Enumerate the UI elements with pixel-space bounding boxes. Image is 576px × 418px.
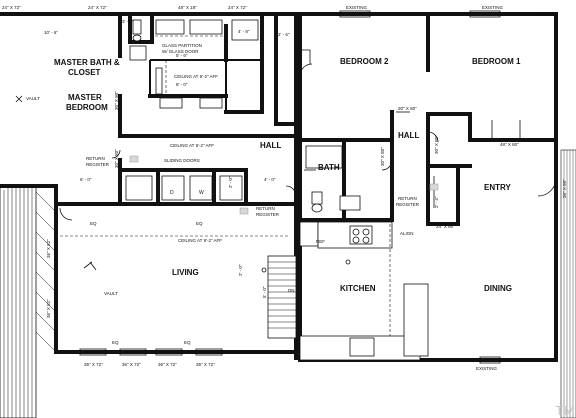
addition-walls <box>0 12 298 360</box>
ceiling-note-1: CEILING AT 9'-2" AFF <box>174 74 218 79</box>
door-48x80: 48" X 80" <box>500 142 519 147</box>
door-dim-5: 30" X 80" <box>380 147 385 166</box>
existing-3: EXISTING <box>476 366 498 371</box>
glass-partition-1: GLASS PARTITION <box>162 43 202 48</box>
door-dim-4: 30" X 80" <box>434 135 439 154</box>
dim-6ft: 6' - 0" <box>80 177 92 182</box>
dim-2ft4: 2' - 4" <box>434 196 439 208</box>
left-wall-dim-2: 36" X 82" <box>46 299 51 318</box>
room-entry: ENTRY <box>484 183 511 192</box>
eq-1: EQ <box>90 221 97 226</box>
eq-3: EQ <box>112 340 119 345</box>
dim-bot-1: 36" X 72" <box>84 362 103 367</box>
room-bath: BATH <box>318 163 340 172</box>
room-hall-right: HALL <box>398 131 419 140</box>
room-master-bath-2: CLOSET <box>68 68 101 77</box>
ref-label: REF <box>316 239 325 244</box>
return-reg-2a: RETURN <box>256 206 275 211</box>
eq-2: EQ <box>196 221 203 226</box>
return-reg-1a: RETURN <box>86 156 105 161</box>
side-dim-1: 2' - 0" <box>238 264 243 276</box>
dim-bot-4: 36" X 72" <box>196 362 215 367</box>
ceiling-note-2: CEILING AT 9'-2" AFF <box>170 143 214 148</box>
dim-top-3: 48" X 18" <box>178 5 197 10</box>
watermark-tm: TM <box>555 403 576 418</box>
registers <box>129 155 439 215</box>
dim-close-2: 4' - 8" <box>238 29 250 34</box>
door-dim-2: 30" X 80" <box>114 149 119 168</box>
dim-bath-w: 10' - 6" <box>44 30 58 35</box>
existing-4: EXISTING <box>536 12 558 17</box>
dim-bot-2: 36" X 72" <box>122 362 141 367</box>
side-dim-2: 5' - 0" <box>262 286 267 298</box>
door-24x80: 24" X 80" <box>436 224 455 229</box>
existing-2: EXISTING <box>482 5 504 10</box>
room-labels: MASTER BATH & CLOSET MASTER BEDROOM HALL… <box>54 57 521 293</box>
bottom-windows <box>79 10 501 364</box>
room-master-bed-1: MASTER <box>68 93 102 102</box>
dim-top-4: 24" X 72" <box>228 5 247 10</box>
dim-top-2: 24" X 72" <box>88 5 107 10</box>
ceiling-fans <box>15 95 351 273</box>
door-swings <box>59 49 557 221</box>
dryer-label: D <box>170 190 174 196</box>
dim-close-1: 3' - 6" <box>122 19 134 24</box>
return-reg-2b: REGISTER <box>256 212 280 217</box>
door-dim-3: 30" X 80" <box>398 106 417 111</box>
dimension-labels: 24" X 72" 24" X 72" 48" X 18" 24" X 72" … <box>2 5 567 371</box>
room-living: LIVING <box>172 268 199 277</box>
deck-hatch <box>0 185 57 418</box>
existing-1: EXISTING <box>346 5 368 10</box>
dim-top-1: 24" X 72" <box>2 5 21 10</box>
laundry-appliances <box>125 175 243 201</box>
return-reg-3a: RETURN <box>398 196 417 201</box>
room-bedroom2: BEDROOM 2 <box>340 57 389 66</box>
dim-bot-3: 36" X 72" <box>158 362 177 367</box>
dim-close-5: 8' - 0" <box>176 82 188 87</box>
right-hatch <box>560 149 576 418</box>
stair-down-label: DN <box>288 288 295 293</box>
room-master-bath-1: MASTER BATH & <box>54 58 120 67</box>
master-bath-fixtures <box>129 19 259 109</box>
ceiling-note-3: CEILING AT 9'-2" AFF <box>178 238 222 243</box>
dim-close-3: 2' - 6" <box>278 32 290 37</box>
vault-note-2: VAULT <box>104 291 118 296</box>
align-note: ALIGN <box>400 231 414 236</box>
room-hall-left: HALL <box>260 141 281 150</box>
stair <box>267 255 297 339</box>
dim-2ft: 2' - 0" <box>228 176 233 188</box>
kitchen-fixtures <box>299 221 429 361</box>
room-bedroom1: BEDROOM 1 <box>472 57 521 66</box>
eq-4: EQ <box>184 340 191 345</box>
sliding-doors-note: SLIDING DOORS <box>164 158 200 163</box>
left-wall-dim-1: 36" X 82" <box>46 239 51 258</box>
room-dining: DINING <box>484 284 512 293</box>
vault-note-1: VAULT <box>26 96 40 101</box>
bath-fixtures <box>305 145 361 213</box>
return-reg-3b: REGISTER <box>396 202 420 207</box>
room-master-bed-2: BEDROOM <box>66 103 108 112</box>
glass-partition-2: W/ GLASS DOOR <box>162 49 199 54</box>
door-36x80: 36" X 80" <box>562 179 567 198</box>
room-kitchen: KITCHEN <box>340 284 376 293</box>
dim-close-4: 5' - 6" <box>176 53 188 58</box>
return-reg-1b: REGISTER <box>86 162 110 167</box>
dim-4ft: 4' - 0" <box>264 177 276 182</box>
door-dim-1: 30" X 80" <box>114 91 119 110</box>
washer-label: W <box>199 190 204 196</box>
